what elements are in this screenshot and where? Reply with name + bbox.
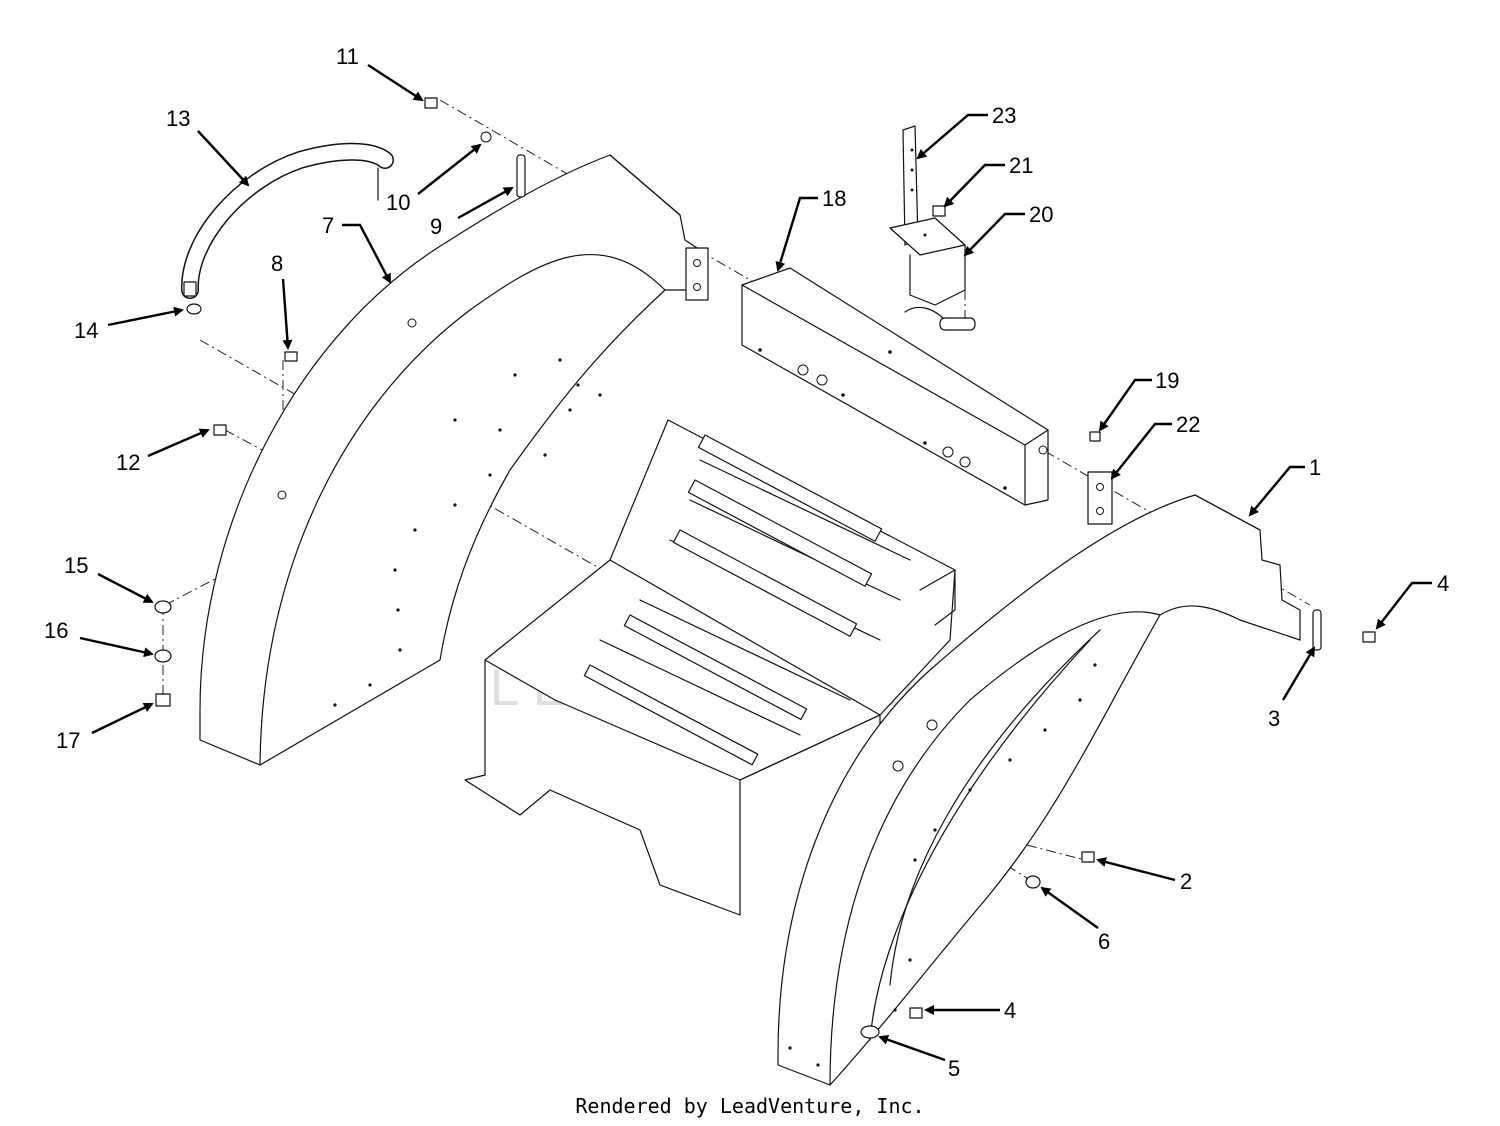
cross-member [741,267,1049,506]
callout-1: 1 [1248,455,1321,517]
callout-4-lower: 4 [924,998,1016,1023]
right-hardware [860,609,1376,1039]
left-hardware [154,97,526,707]
callout-4-upper: 4 [1375,571,1449,630]
callout-17: 17 [56,702,154,753]
svg-text:1: 1 [1309,455,1321,480]
svg-text:13: 13 [166,106,190,131]
svg-text:5: 5 [948,1056,960,1081]
svg-text:18: 18 [822,186,846,211]
left-fender [199,154,709,766]
svg-text:20: 20 [1029,202,1053,227]
footer-credit: Rendered by LeadVenture, Inc. [575,1094,925,1118]
grab-handle [181,142,394,299]
svg-text:7: 7 [322,213,334,238]
rear-brackets [1087,431,1113,525]
callout-22: 22 [1110,412,1200,480]
svg-text:11: 11 [336,44,359,69]
callout-16: 16 [44,618,154,658]
callouts: 1 2 3 4 4 5 6 7 [44,44,1449,1081]
callout-13: 13 [166,106,250,187]
svg-text:6: 6 [1098,929,1110,954]
callout-7: 7 [322,213,392,284]
svg-text:4: 4 [1004,998,1016,1023]
svg-text:3: 3 [1268,706,1280,731]
seat-tray [464,419,956,916]
bracket-assembly [889,125,976,331]
svg-text:19: 19 [1155,368,1179,393]
svg-text:17: 17 [56,728,80,753]
svg-text:4: 4 [1437,571,1449,596]
callout-8: 8 [271,251,293,350]
svg-text:12: 12 [116,450,140,475]
callout-18: 18 [775,186,846,272]
callout-10: 10 [386,143,482,215]
svg-text:22: 22 [1176,412,1200,437]
svg-text:15: 15 [64,553,88,578]
callout-2: 2 [1096,857,1192,894]
svg-text:23: 23 [992,103,1016,128]
callout-15: 15 [64,553,154,604]
right-fender [777,494,1301,1086]
callout-21: 21 [943,153,1033,208]
callout-20: 20 [963,202,1053,257]
svg-text:21: 21 [1009,153,1033,178]
callout-12: 12 [116,428,210,475]
svg-text:8: 8 [271,251,283,276]
callout-19: 19 [1098,368,1179,432]
callout-11: 11 [336,44,424,102]
callout-6: 6 [1040,886,1110,954]
svg-text:10: 10 [386,190,410,215]
svg-text:14: 14 [74,318,98,343]
callout-23: 23 [916,103,1016,160]
callout-14: 14 [74,306,184,343]
callout-5: 5 [878,1034,960,1081]
callout-9: 9 [430,186,514,239]
svg-text:16: 16 [44,618,68,643]
svg-text:9: 9 [430,214,442,239]
svg-text:2: 2 [1180,869,1192,894]
callout-3: 3 [1268,646,1316,731]
